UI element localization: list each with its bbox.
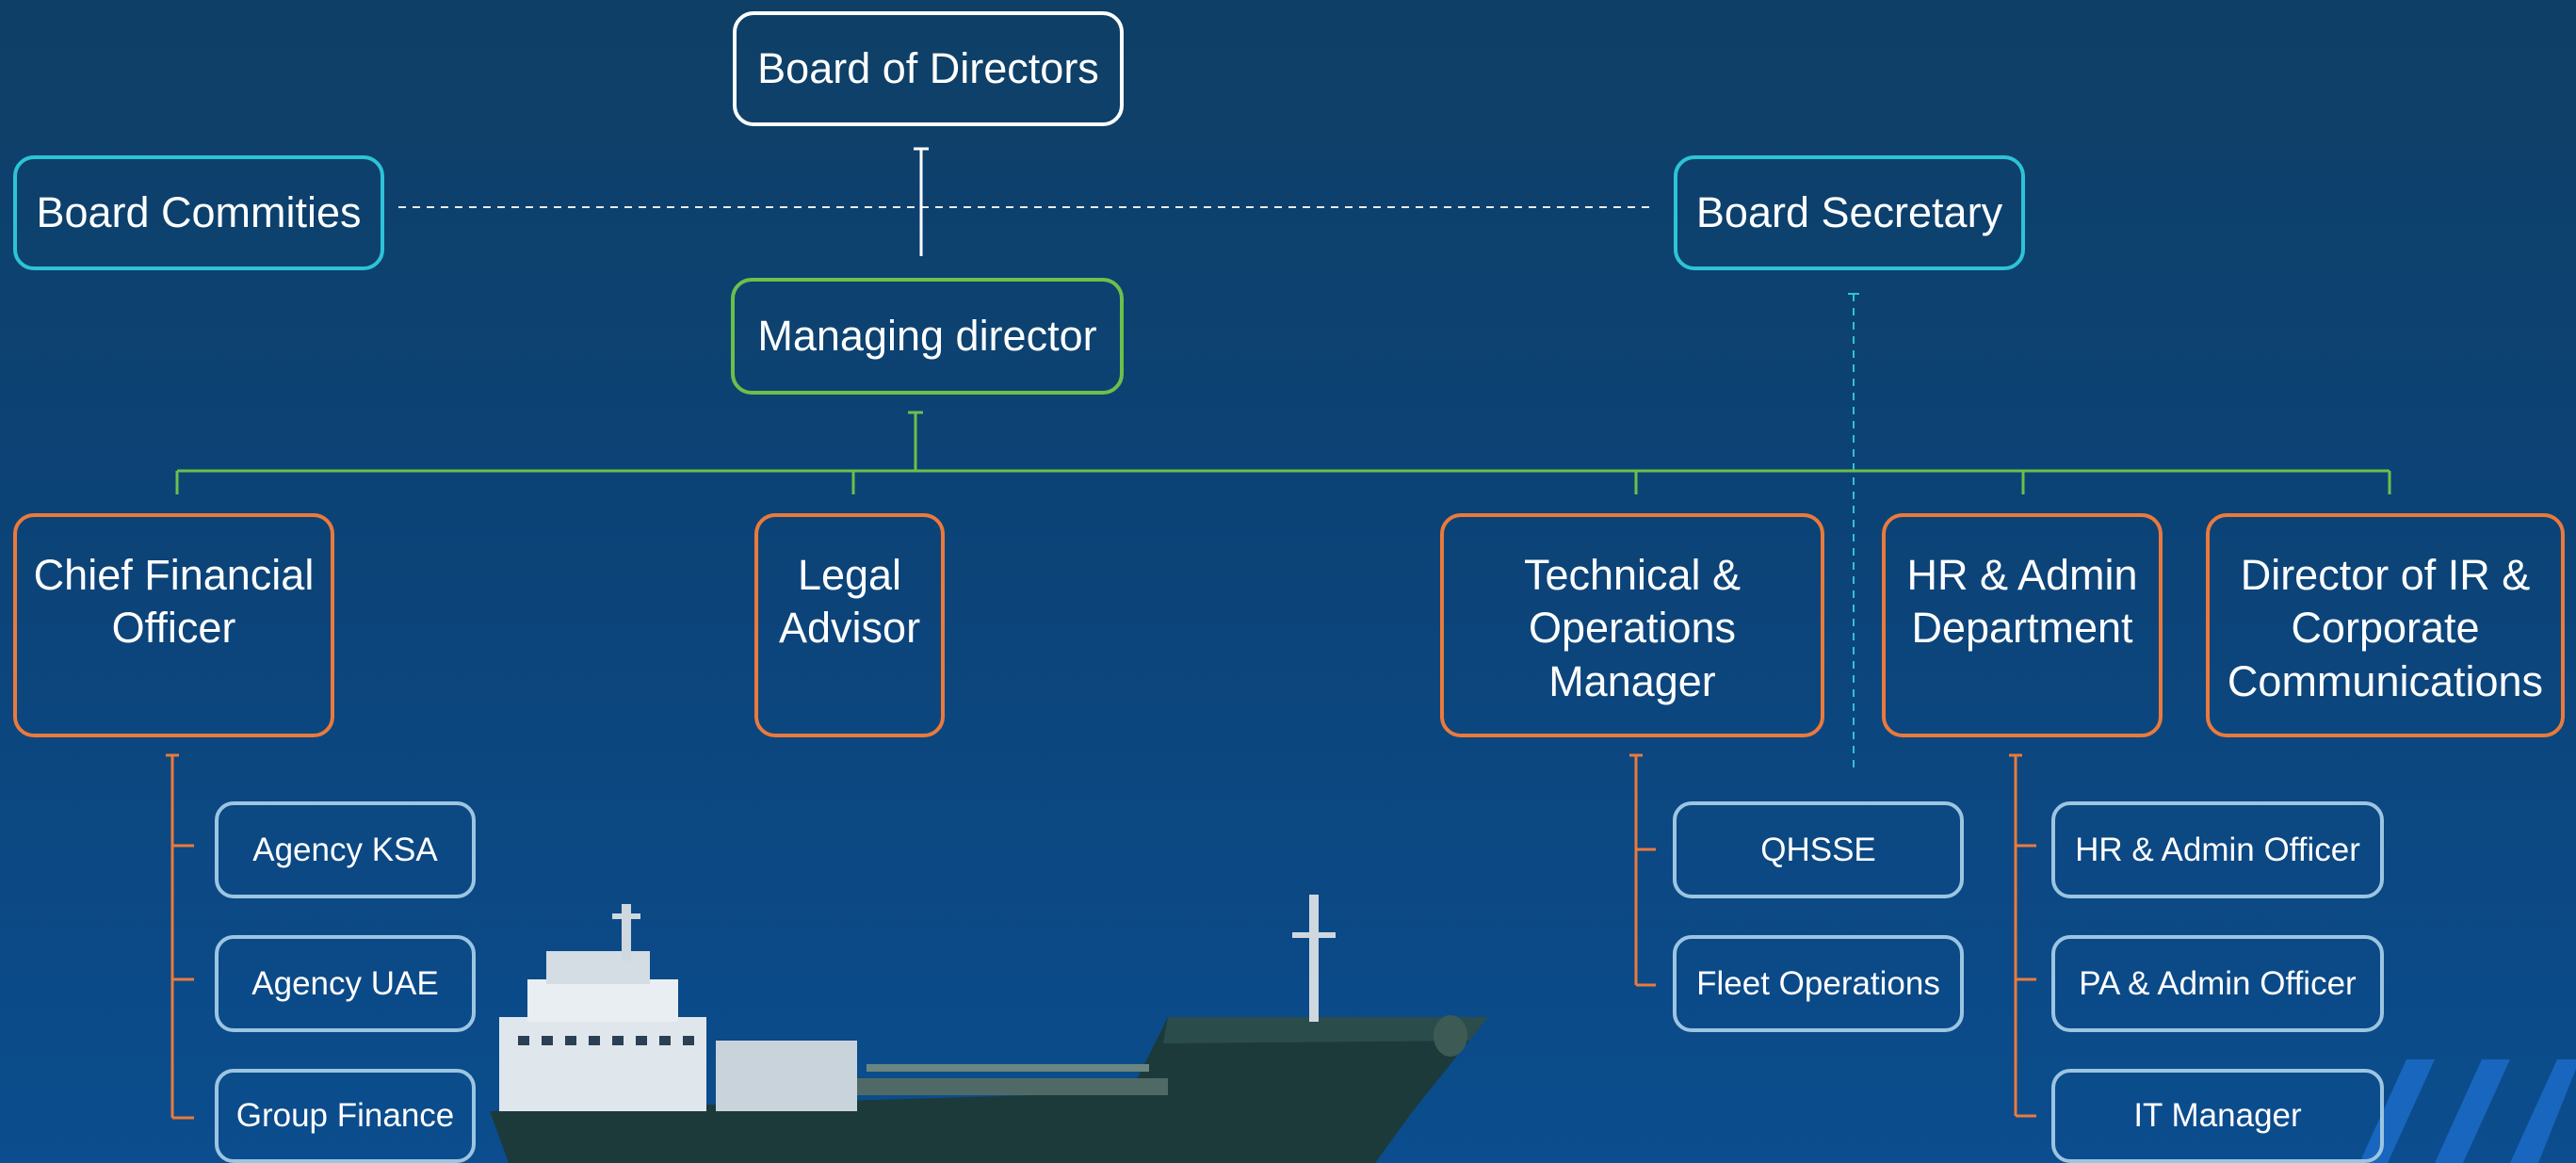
fleet-operations-label: Fleet Operations bbox=[1696, 964, 1940, 1002]
technical-operations-box: Technical & Operations Manager bbox=[1440, 513, 1824, 737]
director-ir-box: Director of IR & Corporate Communication… bbox=[2206, 513, 2565, 737]
hr-connector bbox=[2009, 753, 2036, 1118]
it-manager-box: IT Manager bbox=[2051, 1069, 2384, 1163]
technical-connector bbox=[1629, 753, 1656, 987]
cfo-box: Chief Financial Officer bbox=[13, 513, 334, 737]
secretary-connector bbox=[1848, 293, 1859, 774]
hr-admin-officer-label: HR & Admin Officer bbox=[2075, 831, 2360, 868]
legal-advisor-label: Legal Advisor bbox=[779, 551, 921, 653]
qhsse-box: QHSSE bbox=[1673, 801, 1964, 898]
managing-director-box: Managing director bbox=[731, 278, 1124, 395]
agency-ksa-label: Agency KSA bbox=[252, 831, 438, 868]
board-commities-box: Board Commities bbox=[13, 155, 384, 270]
group-finance-box: Group Finance bbox=[215, 1069, 476, 1163]
hr-admin-department-box: HR & Admin Department bbox=[1882, 513, 2163, 737]
cfo-connector bbox=[166, 753, 194, 1120]
board-connector bbox=[914, 147, 929, 256]
agency-ksa-box: Agency KSA bbox=[215, 801, 476, 898]
agency-uae-box: Agency UAE bbox=[215, 935, 476, 1032]
ship-image bbox=[490, 895, 1488, 1163]
hr-admin-department-label: HR & Admin Department bbox=[1906, 551, 2138, 653]
managing-director-label: Managing director bbox=[757, 311, 1097, 360]
director-ir-label: Director of IR & Corporate Communication… bbox=[2227, 551, 2544, 705]
cfo-label: Chief Financial Officer bbox=[33, 551, 315, 653]
board-secretary-box: Board Secretary bbox=[1674, 155, 2025, 270]
group-finance-label: Group Finance bbox=[235, 1097, 455, 1135]
technical-operations-label: Technical & Operations Manager bbox=[1523, 551, 1742, 705]
pa-admin-officer-label: PA & Admin Officer bbox=[2079, 964, 2357, 1002]
managing-connector bbox=[175, 411, 2391, 494]
hr-admin-officer-box: HR & Admin Officer bbox=[2051, 801, 2384, 898]
board-commities-label: Board Commities bbox=[36, 187, 362, 236]
fleet-operations-box: Fleet Operations bbox=[1673, 935, 1964, 1032]
board-secretary-label: Board Secretary bbox=[1695, 187, 2003, 236]
stripes-decoration bbox=[2359, 1059, 2576, 1163]
qhsse-label: QHSSE bbox=[1760, 831, 1876, 868]
it-manager-label: IT Manager bbox=[2133, 1097, 2302, 1135]
legal-advisor-box: Legal Advisor bbox=[754, 513, 945, 737]
agency-uae-label: Agency UAE bbox=[251, 964, 439, 1002]
board-of-directors-label: Board of Directors bbox=[757, 43, 1099, 92]
board-of-directors-box: Board of Directors bbox=[733, 11, 1124, 126]
pa-admin-officer-box: PA & Admin Officer bbox=[2051, 935, 2384, 1032]
